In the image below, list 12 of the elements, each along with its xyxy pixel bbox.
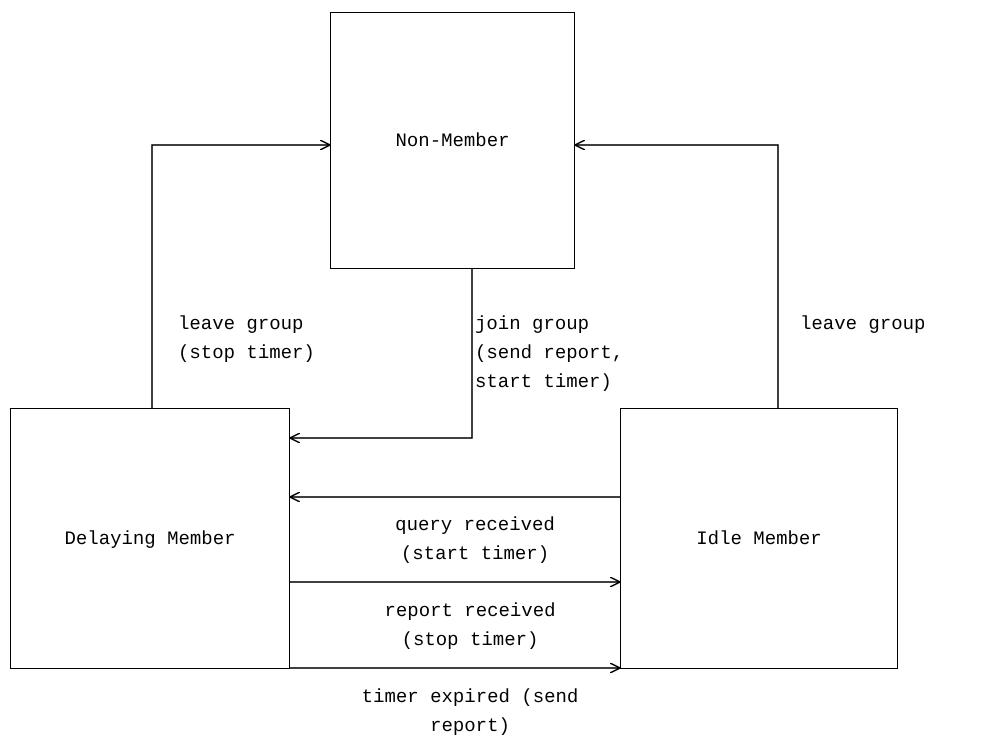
- state-box: [620, 408, 898, 669]
- state-box: [330, 12, 575, 269]
- state-name: Idle Member: [696, 528, 822, 550]
- state-name: Delaying Member: [64, 528, 236, 550]
- transition-arrow: [151, 139, 331, 408]
- state-box: [10, 408, 290, 669]
- state-name: Non-Member: [395, 130, 510, 152]
- transition-arrow: [289, 491, 620, 503]
- transition-arrow: [574, 139, 779, 408]
- transition-arrow: [290, 662, 621, 674]
- transition-arrow: [289, 269, 473, 444]
- transition-arrow: [290, 576, 621, 588]
